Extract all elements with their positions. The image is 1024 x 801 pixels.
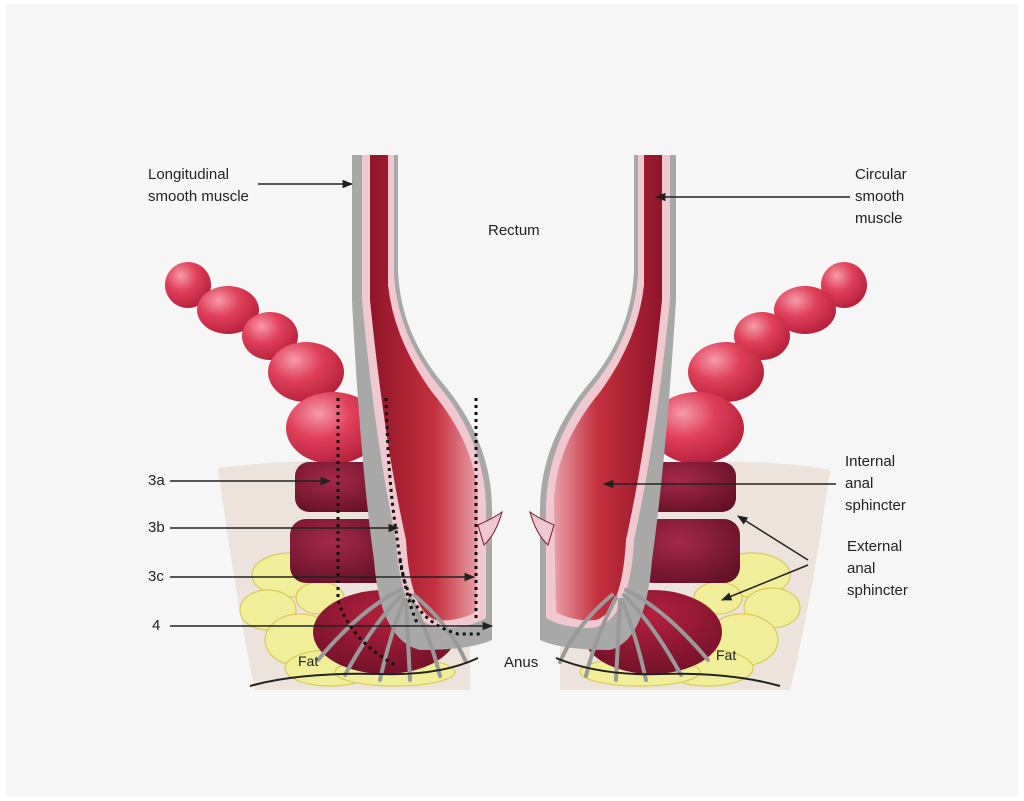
- label-circular-smooth-muscle: Circular smooth muscle: [855, 166, 907, 227]
- label-anus: Anus: [504, 654, 539, 671]
- external-sphincter-superficial-left: [290, 519, 393, 583]
- anal-flap-left: [477, 510, 503, 546]
- conjoint-fibres-left: [316, 588, 468, 682]
- label-rectum: Rectum: [488, 222, 540, 239]
- levator-chain-right: [650, 262, 867, 464]
- mucosa-right: [554, 155, 662, 621]
- mucosa-left: [370, 155, 478, 621]
- label-grade-4: 4: [152, 617, 161, 634]
- tear-lines: [336, 397, 480, 667]
- label-longitudinal-smooth-muscle: Longitudinal smooth muscle: [148, 166, 249, 205]
- label-fat-right: Fat: [716, 647, 737, 663]
- label-grade-3c: 3c: [148, 568, 164, 585]
- label-external-anal-sphincter: External anal sphincter: [847, 538, 908, 599]
- external-sphincter-superficial-right: [637, 519, 740, 583]
- tear-line-3a: [336, 398, 396, 667]
- external-sphincter-deep-right: [641, 462, 736, 512]
- tear-line-4: [398, 559, 480, 636]
- tear-line-3b: [384, 397, 420, 626]
- levator-chain-left: [165, 262, 380, 464]
- skin-line-right: [555, 657, 781, 687]
- diagram-frame: [6, 4, 1018, 797]
- anal-flap-right: [529, 510, 555, 546]
- skin-line-left: [249, 657, 479, 687]
- label-internal-anal-sphincter: Internal anal sphincter: [845, 453, 906, 514]
- arrow-external-1: [737, 515, 809, 561]
- label-grade-3b: 3b: [148, 519, 165, 536]
- label-grade-3a: 3a: [148, 472, 165, 489]
- arrow-external-2: [721, 564, 809, 601]
- label-fat-left: Fat: [298, 653, 319, 669]
